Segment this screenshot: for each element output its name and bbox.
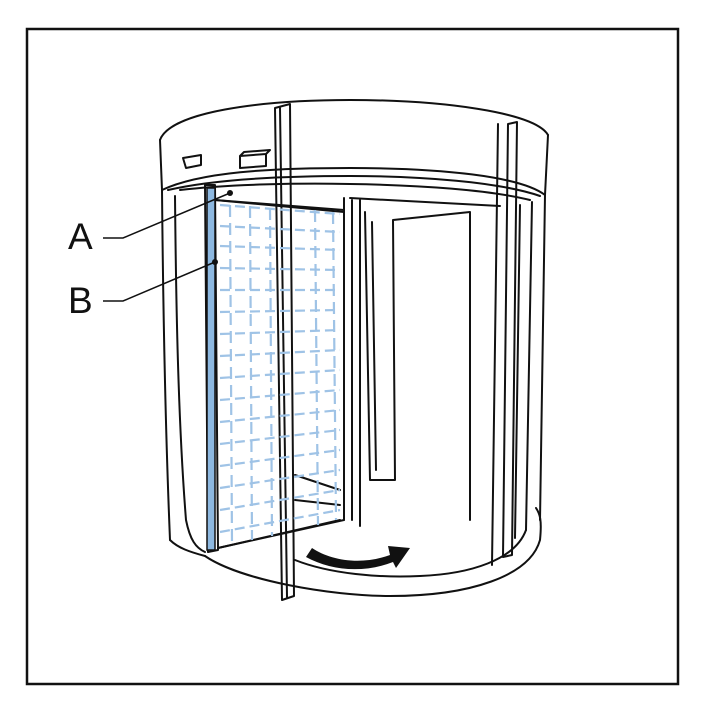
- figure-border: [25, 27, 680, 686]
- floor-ring: [204, 507, 542, 597]
- ceiling-ring: [167, 175, 541, 197]
- callout-b-leader: [103, 261, 216, 302]
- highlight-strip-a: [206, 187, 216, 551]
- sensor-left-icon: [182, 154, 202, 169]
- callout-label-a: A: [68, 216, 93, 257]
- rear-door-frame: [364, 211, 471, 521]
- callout-a-leader: [103, 192, 231, 239]
- ceiling-ring-inner: [179, 182, 531, 201]
- canopy-top: [159, 99, 549, 141]
- floor-ring-inner: [294, 529, 527, 578]
- door-wing-bottom-rail: [217, 519, 341, 549]
- rear-door-lintel: [349, 197, 501, 207]
- rear-door-frame-inner: [371, 221, 377, 471]
- highlighted-glazing: [206, 187, 341, 551]
- callout-b-dot: [212, 259, 218, 265]
- rotation-arrow-icon: [306, 546, 410, 570]
- right-post-edge: [491, 123, 499, 566]
- left-enclosure-wall-inner: [174, 195, 206, 553]
- left-enclosure-base: [169, 539, 206, 557]
- right-post: [502, 121, 518, 558]
- callout-a-dot: [227, 190, 233, 196]
- sensor-right-icon: [239, 149, 271, 169]
- right-enclosure-post: [525, 201, 533, 531]
- door-wing-top: [214, 199, 345, 211]
- center-shaft: [343, 197, 361, 527]
- right-enclosure-wall: [539, 194, 546, 521]
- right-enclosure-post-2: [514, 204, 521, 539]
- left-enclosure-wall: [161, 189, 171, 541]
- callout-label-b: B: [68, 280, 93, 321]
